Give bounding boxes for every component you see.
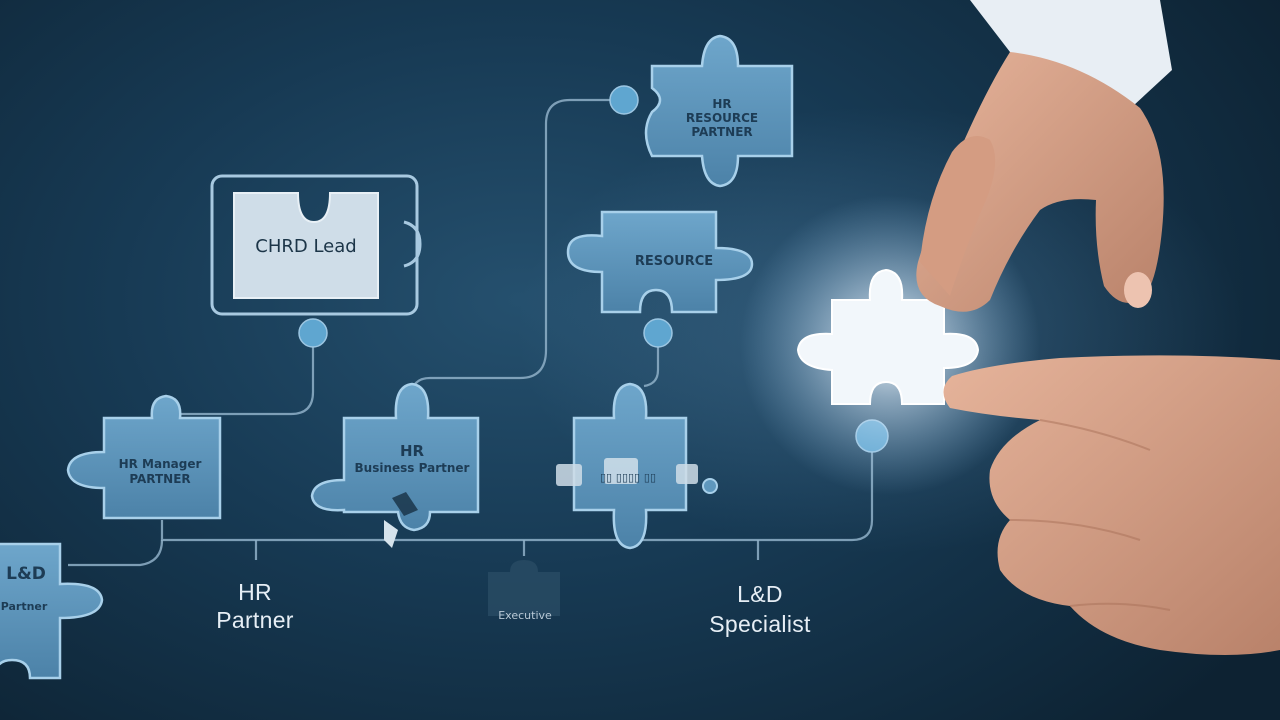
hr-partner-label: HR Partner [200, 580, 310, 632]
svg-text:HR Manager: HR Manager [119, 457, 202, 471]
puzzle-piece-data: ▯▯ ▯▯▯▯ ▯▯ [556, 382, 718, 550]
puzzle-piece-bottom-left: L&D Partner [0, 542, 104, 680]
chrd-lead-box: CHRD Lead [210, 174, 422, 316]
puzzle-piece-top: HR RESOURCE PARTNER [644, 34, 794, 188]
executive-label: Executive [498, 609, 552, 622]
svg-text:PARTNER: PARTNER [129, 472, 190, 486]
svg-text:Business Partner: Business Partner [355, 461, 470, 475]
puzzle-piece-center: RESOURCE [566, 210, 754, 314]
svg-text:HR: HR [400, 442, 425, 460]
hr-partner-line-1: HR [238, 579, 272, 605]
svg-text:L&D: L&D [6, 564, 46, 584]
lnd-line-1: L&D [737, 581, 783, 607]
hand-bottom [943, 355, 1280, 655]
puzzle-piece-hr-manager: HR Manager PARTNER [66, 394, 222, 520]
svg-text:RESOURCE: RESOURCE [635, 254, 713, 269]
svg-text:PARTNER: PARTNER [691, 125, 752, 139]
lnd-line-2: Specialist [709, 611, 811, 638]
puzzle-piece-hr-business: HR Business Partner [310, 382, 480, 548]
svg-text:Partner: Partner [1, 600, 48, 613]
data-piece-text: ▯▯ ▯▯▯▯ ▯▯ [600, 471, 656, 484]
svg-text:RESOURCE: RESOURCE [686, 111, 758, 125]
chrd-lead-text: CHRD Lead [255, 236, 356, 257]
puzzle-piece-executive [488, 560, 560, 616]
lnd-specialist-label: L&D Specialist [680, 582, 840, 636]
hr-partner-line-2: Partner [216, 607, 294, 634]
svg-text:HR: HR [712, 97, 731, 111]
hand-top [916, 0, 1172, 312]
connector-lines [68, 98, 874, 567]
